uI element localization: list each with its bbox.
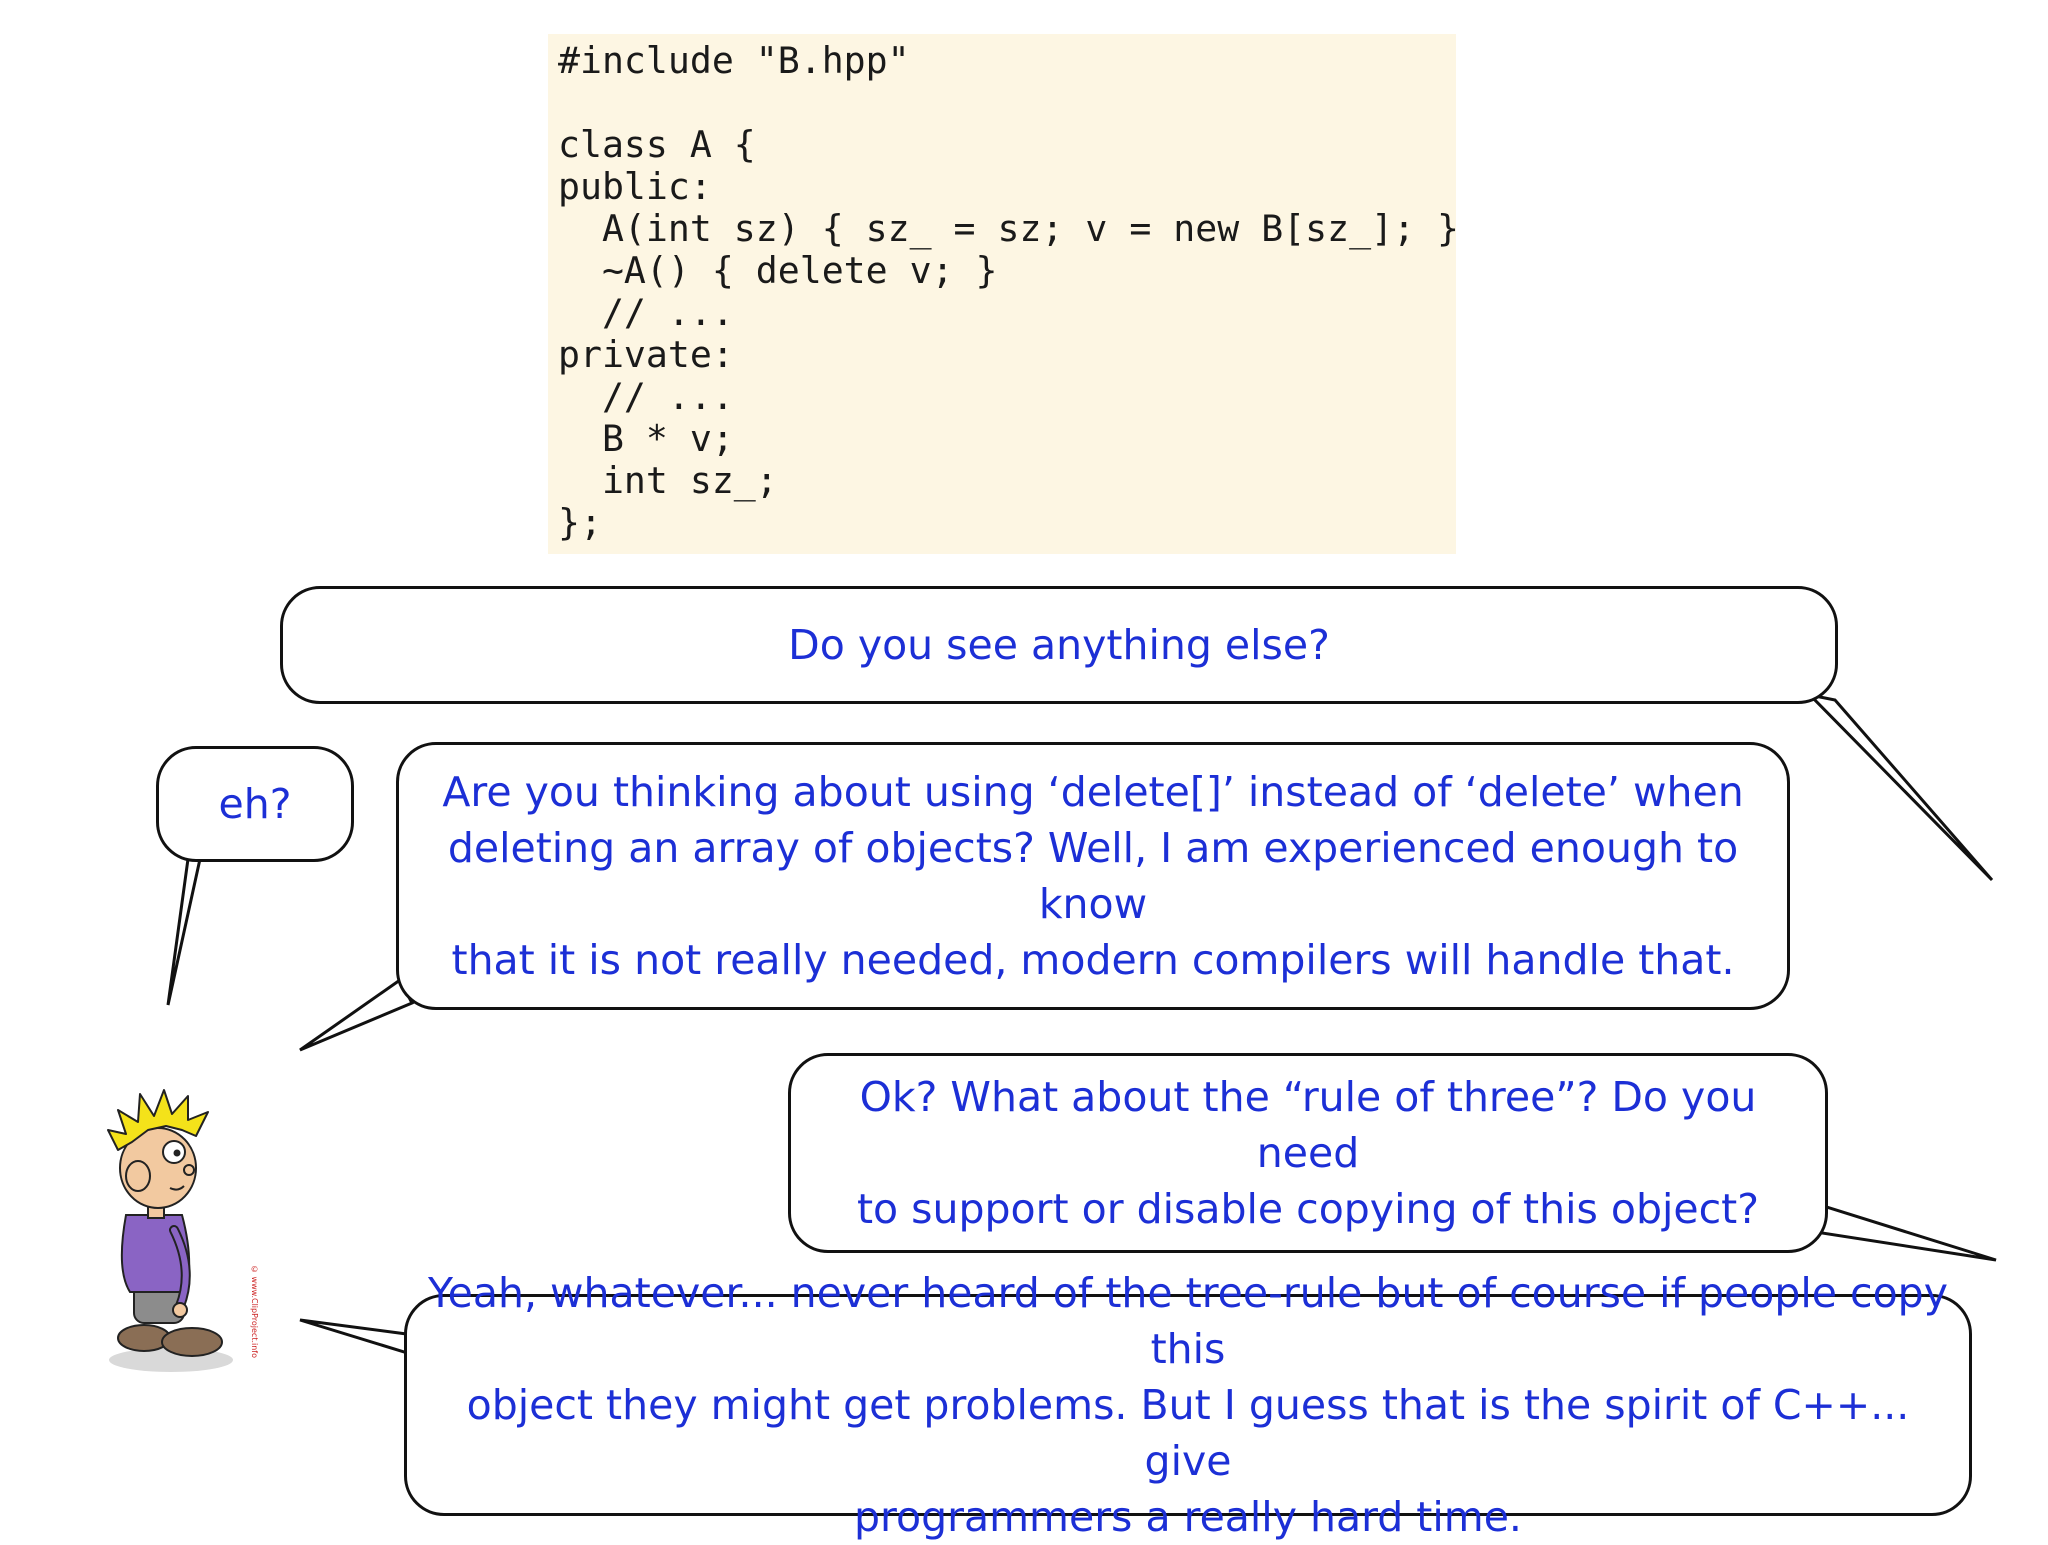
code-line: }; [558, 501, 602, 544]
code-line: // ... [558, 291, 734, 334]
delete-reply-bubble: Are you thinking about using ‘delete[]’ … [396, 742, 1790, 1010]
bubble-text-line: Yeah, whatever... never heard of the tre… [428, 1269, 1948, 1373]
bubble-text-line: programmers a really hard time. [854, 1493, 1522, 1541]
bubble-text-line: Ok? What about the “rule of three”? Do y… [859, 1073, 1757, 1177]
bubble-text-line: Are you thinking about using ‘delete[]’ … [442, 768, 1744, 816]
eh-bubble-tail [166, 857, 202, 1006]
cartoon-programmer-illustration [107, 1089, 233, 1372]
bubble-text-line: to support or disable copying of this ob… [856, 1185, 1760, 1233]
whatever-bubble-tail [299, 1318, 416, 1358]
character-arm [171, 1227, 189, 1309]
code-line: class A { [558, 123, 756, 166]
question-bubble-tail [1805, 692, 1994, 882]
rule-of-three-bubble-tail [1818, 1202, 1997, 1262]
bubble-text-line: object they might get problems. But I gu… [466, 1381, 1910, 1485]
question-bubble: Do you see anything else? [280, 586, 1838, 704]
rule-of-three-bubble: Ok? What about the “rule of three”? Do y… [788, 1053, 1828, 1253]
code-snippet: #include "B.hpp" class A { public: A(int… [548, 34, 1459, 554]
eh-bubble-text: eh? [219, 776, 292, 832]
character-pupil [173, 1149, 181, 1157]
code-line: public: [558, 165, 712, 208]
eh-bubble: eh? [156, 746, 354, 862]
bubble-text-line: that it is not really needed, modern com… [451, 936, 1735, 984]
character-hand [172, 1302, 188, 1318]
code-line: A(int sz) { sz_ = sz; v = new B[sz_]; } [558, 207, 1459, 250]
code-line: // ... [558, 375, 734, 418]
character-shoe [161, 1327, 223, 1357]
character-ear [125, 1160, 151, 1192]
rule-of-three-bubble-text: Ok? What about the “rule of three”? Do y… [811, 1069, 1805, 1237]
bubble-text-line: Do you see anything else? [788, 621, 1330, 669]
character-hair [107, 1089, 209, 1151]
character-nose [183, 1164, 195, 1176]
character-mouth [169, 1185, 185, 1191]
whatever-reply-bubble-text: Yeah, whatever... never heard of the tre… [427, 1265, 1949, 1545]
code-line: ~A() { delete v; } [558, 249, 998, 292]
delete-reply-bubble-text: Are you thinking about using ‘delete[]’ … [419, 764, 1767, 988]
question-bubble-text: Do you see anything else? [788, 617, 1330, 673]
bubble-text-line: eh? [218, 780, 292, 828]
whatever-reply-bubble: Yeah, whatever... never heard of the tre… [404, 1269, 1972, 1541]
code-line: private: [558, 333, 734, 376]
code-line: int sz_; [558, 459, 778, 502]
bubble-text-line: deleting an array of objects? Well, I am… [447, 824, 1739, 928]
delete-bubble-tail [299, 977, 415, 1052]
code-line: B * v; [558, 417, 734, 460]
illustration-credit: © www.ClipProject.info [250, 1265, 259, 1359]
code-line: #include "B.hpp" [558, 39, 910, 82]
